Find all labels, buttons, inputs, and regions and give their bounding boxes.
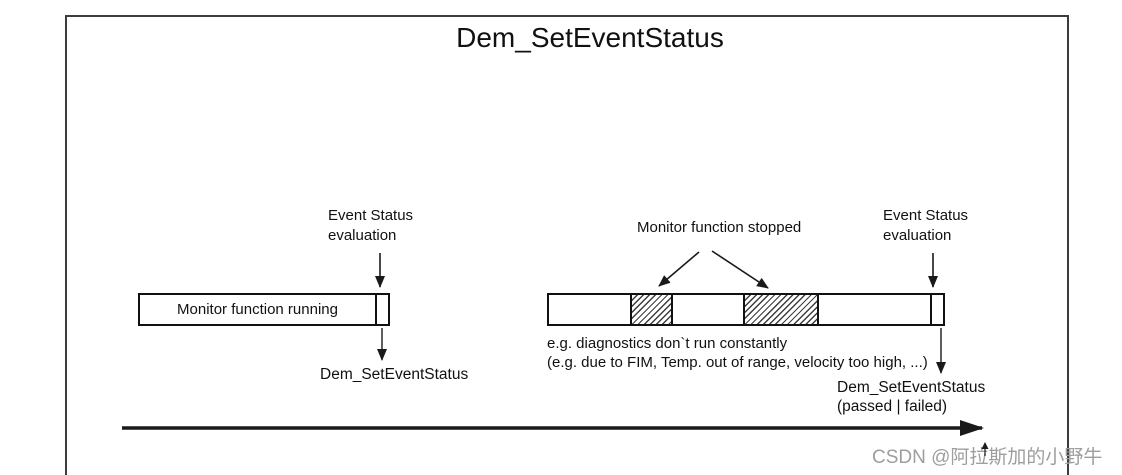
monitor-running-bar-label: Monitor function running (177, 301, 338, 318)
diagnostics-note: e.g. diagnostics don`t run constantly (e… (547, 335, 928, 371)
event-status-evaluation-label-right: Event Status evaluation (883, 207, 969, 244)
evaluation-tick-cell-right (930, 295, 943, 324)
stopped-hatch-segment-1 (630, 295, 673, 324)
monitor-stopped-bar (547, 293, 945, 326)
diagram-frame (65, 15, 1069, 475)
csdn-watermark: CSDN @阿拉斯加的小野牛 (872, 447, 1103, 468)
dem-seteventstatus-callout-right: Dem_SetEventStatus (passed | failed) (837, 379, 986, 415)
dem-seteventstatus-callout-left: Dem_SetEventStatus (320, 366, 469, 383)
evaluation-tick-cell-left (375, 295, 388, 324)
stopped-hatch-segment-2 (743, 295, 819, 324)
monitor-function-stopped-label: Monitor function stopped (637, 219, 802, 236)
diagram-title: Dem_SetEventStatus (456, 22, 724, 53)
event-status-evaluation-label-left: Event Status evaluation (328, 207, 414, 244)
monitor-running-bar: Monitor function running (138, 293, 390, 326)
